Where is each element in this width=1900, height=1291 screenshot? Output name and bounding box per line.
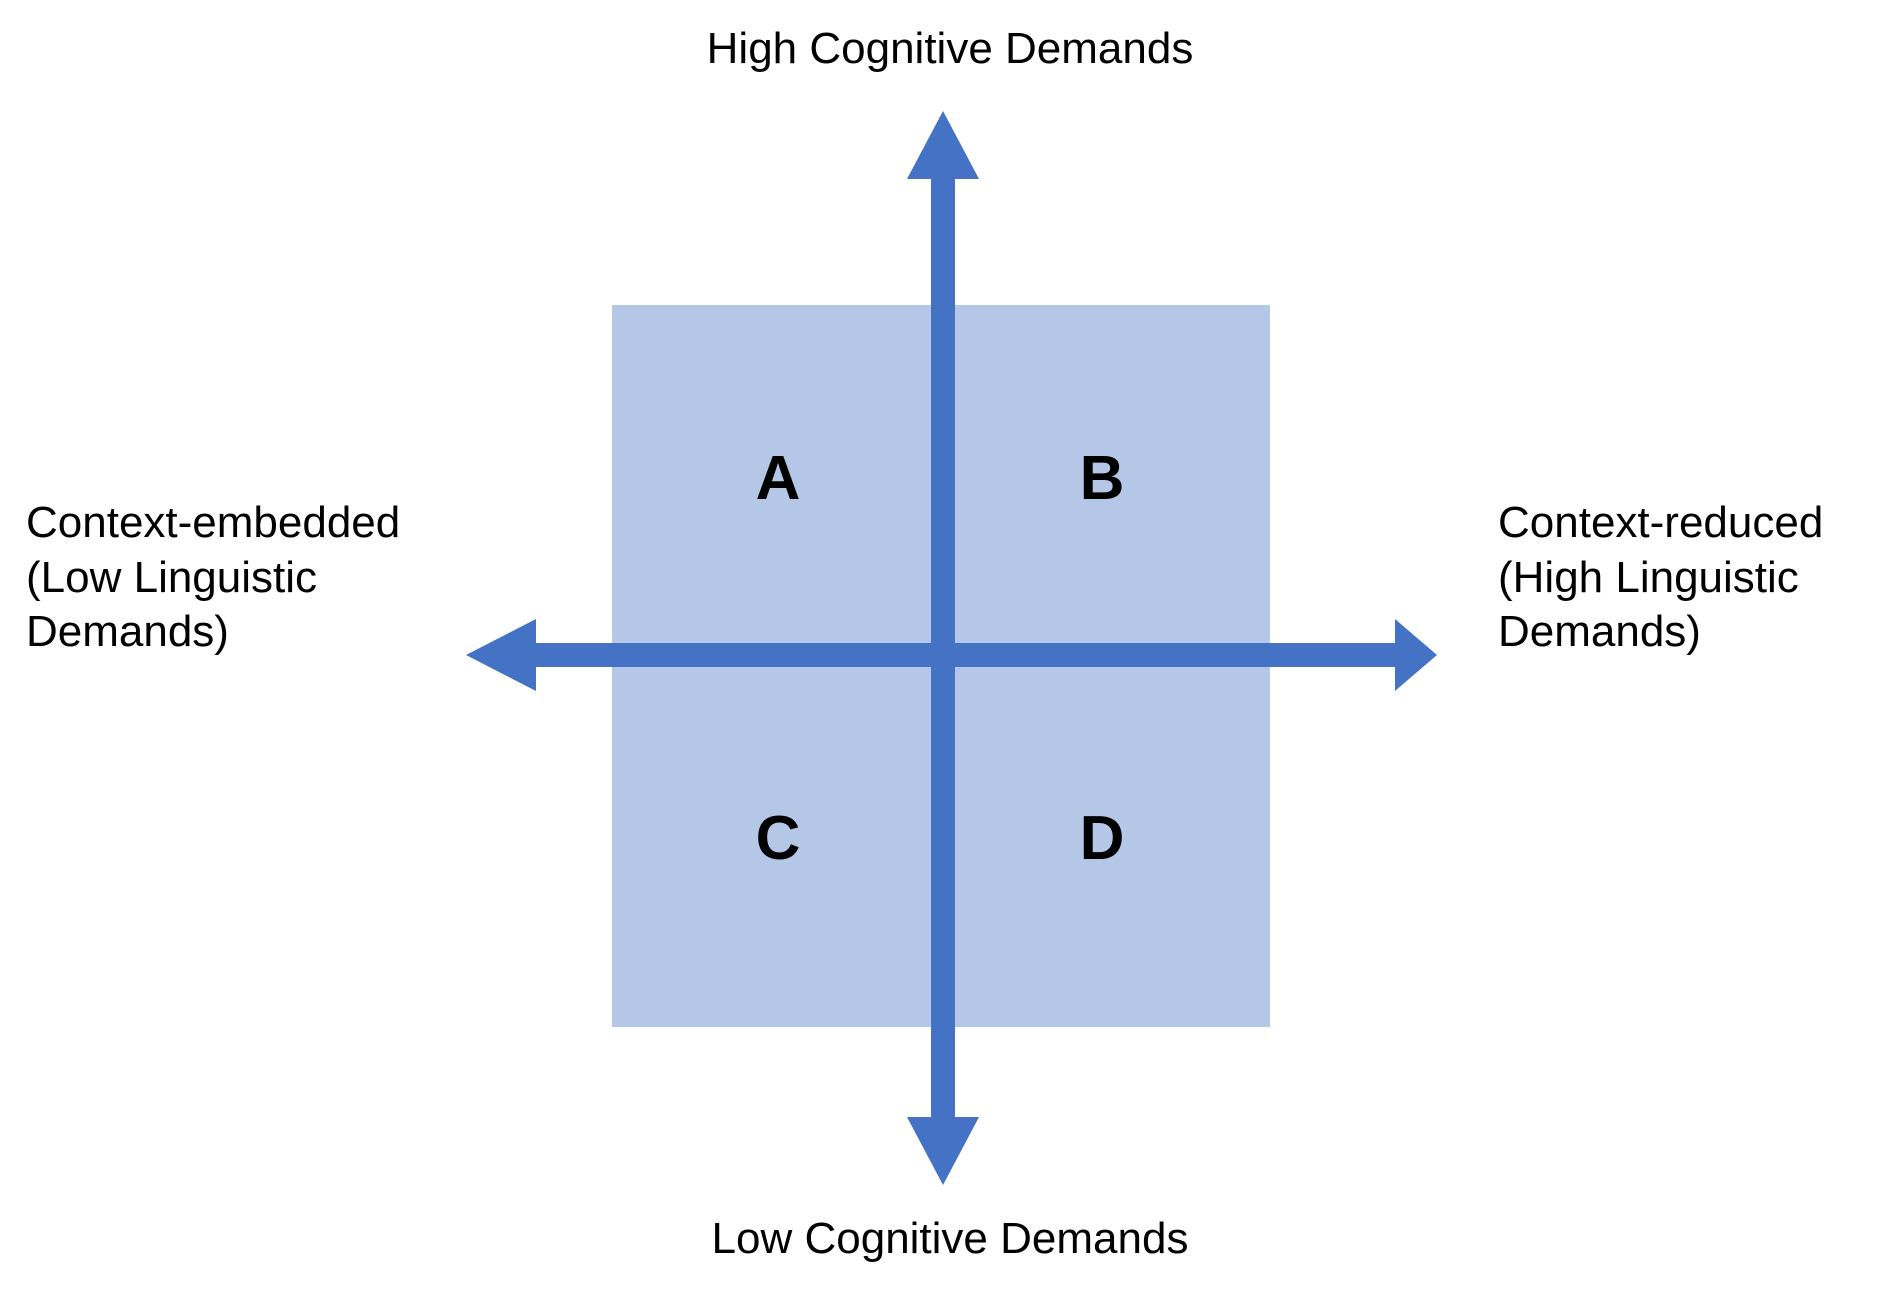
top-axis-label: High Cognitive Demands [706,24,1194,73]
quadrant-label-a: A [755,444,801,513]
horizontal-axis-arrow [466,619,1437,691]
quadrant-label-c: C [755,804,801,873]
right-axis-label: Context-reduced (High Linguistic Demands… [1498,498,1824,657]
bottom-axis-label: Low Cognitive Demands [711,1214,1189,1263]
quadrant-label-b: B [1079,444,1125,513]
quadrant-label-d: D [1079,804,1125,873]
left-axis-label: Context-embedded (Low Linguistic Demands… [26,498,401,657]
